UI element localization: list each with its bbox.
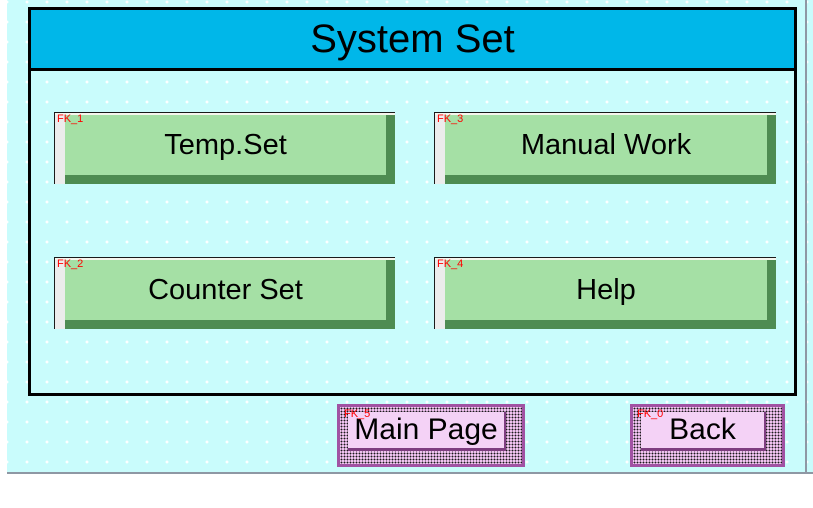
counter-set-button-label: Counter Set	[148, 273, 303, 306]
fk-tag: FK_0	[637, 408, 664, 420]
back-button[interactable]: FK_0 Back	[630, 404, 785, 467]
help-button-label: Help	[576, 273, 636, 306]
window-right-edge	[805, 0, 807, 474]
screen-frame: System Set	[28, 7, 797, 396]
back-button-label: Back	[669, 413, 736, 446]
fk-tag: FK_3	[437, 113, 464, 125]
manual-work-button[interactable]: FK_3 Manual Work	[434, 112, 776, 184]
manual-work-button-label: Manual Work	[520, 128, 692, 161]
main-page-button-face: Main Page	[348, 412, 506, 451]
hmi-canvas: System Set FK_1 Temp.Set FK_3 Manual Wor…	[7, 0, 813, 474]
temp-set-button[interactable]: FK_1 Temp.Set	[54, 112, 395, 184]
window-left-edge	[0, 0, 7, 508]
temp-set-button-label: Temp.Set	[164, 128, 287, 161]
page-title: System Set	[310, 16, 515, 61]
fk-tag: FK_5	[344, 408, 371, 420]
main-page-button-label: Main Page	[354, 413, 498, 446]
screen-title-bar: System Set	[31, 10, 794, 71]
main-page-button[interactable]: FK_5 Main Page	[337, 404, 525, 467]
fk-tag: FK_4	[437, 258, 464, 270]
counter-set-button[interactable]: FK_2 Counter Set	[54, 257, 395, 329]
fk-tag: FK_1	[57, 113, 84, 125]
help-button[interactable]: FK_4 Help	[434, 257, 776, 329]
back-button-face: Back	[641, 412, 766, 451]
fk-tag: FK_2	[57, 258, 84, 270]
